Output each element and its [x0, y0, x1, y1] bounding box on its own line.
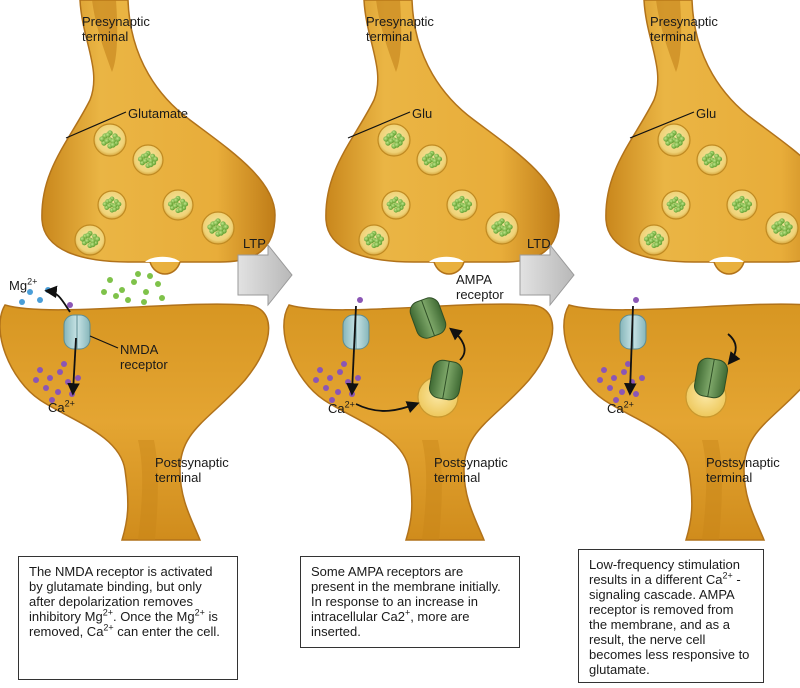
panel1-glutamate-label: Glutamate: [128, 106, 188, 121]
panel2-glu-label: Glu: [412, 106, 433, 121]
presynaptic-terminal-p1: [41, 0, 276, 275]
nmda-receptor-p1: [63, 314, 91, 350]
postsynaptic-terminal-p1: [0, 303, 270, 541]
panel3-ca-label: Ca2+: [607, 399, 634, 416]
vesicle-3-p2: [381, 190, 411, 220]
panel1-mg-label: Mg2+: [9, 276, 38, 293]
vesicle-6-p2: [358, 224, 390, 256]
vesicle-3-p3: [661, 190, 691, 220]
vesicle-5-p3: [765, 211, 799, 245]
vesicle-4-p3: [726, 189, 758, 221]
presynaptic-terminal-p2: [325, 0, 560, 275]
ca-influx-arrow-p2: [346, 305, 359, 396]
ampa-receptor-inserting-p2: [429, 359, 463, 401]
vesicle-2-p3: [696, 144, 728, 176]
glutamate-released-p1: [101, 271, 165, 305]
vesicle-3-p1: [97, 190, 127, 220]
vesicle-5-p1: [201, 211, 235, 245]
glu-leader-p3: [629, 111, 695, 139]
mg-exit-arrow-p1: [44, 285, 71, 313]
glu-leader-p2: [347, 111, 411, 139]
panel2-caption: Some AMPA receptors are present in the m…: [300, 556, 520, 648]
ampa-receptor-membrane-p2: [409, 297, 447, 339]
ampa-insert-arrow-p2: [449, 327, 466, 361]
postsynaptic-terminal-p3: [563, 303, 800, 541]
panel1-caption: The NMDA receptor is activated by glutam…: [18, 556, 238, 680]
postsynaptic-terminal-p2: [283, 303, 554, 541]
presynaptic-terminal-p3: [605, 0, 800, 275]
vesicle-labelled-p2: [377, 123, 411, 157]
vesicle-labelled-p1: [93, 123, 127, 157]
vesicle-4-p2: [446, 189, 478, 221]
vesicle-2-p2: [416, 144, 448, 176]
vesicle-2-p1: [132, 144, 164, 176]
panel-3: [563, 0, 800, 541]
ca-signal-arrow-p2: [355, 401, 420, 413]
panel3-glu-label: Glu: [696, 106, 717, 121]
ltd-arrow: [519, 243, 575, 307]
panel-1: [0, 0, 276, 541]
ltp-label: LTP: [243, 236, 266, 251]
ampa-removal-arrow-p3: [727, 333, 741, 365]
ca-influx-arrow-p1: [67, 337, 80, 396]
calcium-ions-p1: [33, 361, 81, 403]
ampa-receptor-removed-p3: [694, 357, 728, 399]
vesicle-4-p1: [162, 189, 194, 221]
nmda-leader-p1: [89, 335, 119, 349]
vesicle-6-p1: [74, 224, 106, 256]
glutamate-leader-p1: [65, 111, 127, 139]
panel1-ca-label: Ca2+: [48, 398, 75, 415]
ca-influx-arrow-p3: [624, 305, 637, 396]
vesicle-5-p2: [485, 211, 519, 245]
ltp-arrow: [237, 243, 293, 307]
panel2-ca-label: Ca2+: [328, 399, 355, 416]
vesicle-labelled-p3: [657, 123, 691, 157]
ltd-label: LTD: [527, 236, 551, 251]
vesicle-6-p3: [638, 224, 670, 256]
panel-2: [283, 0, 560, 541]
panel3-caption: Low-frequency stimulation results in a d…: [578, 549, 764, 683]
